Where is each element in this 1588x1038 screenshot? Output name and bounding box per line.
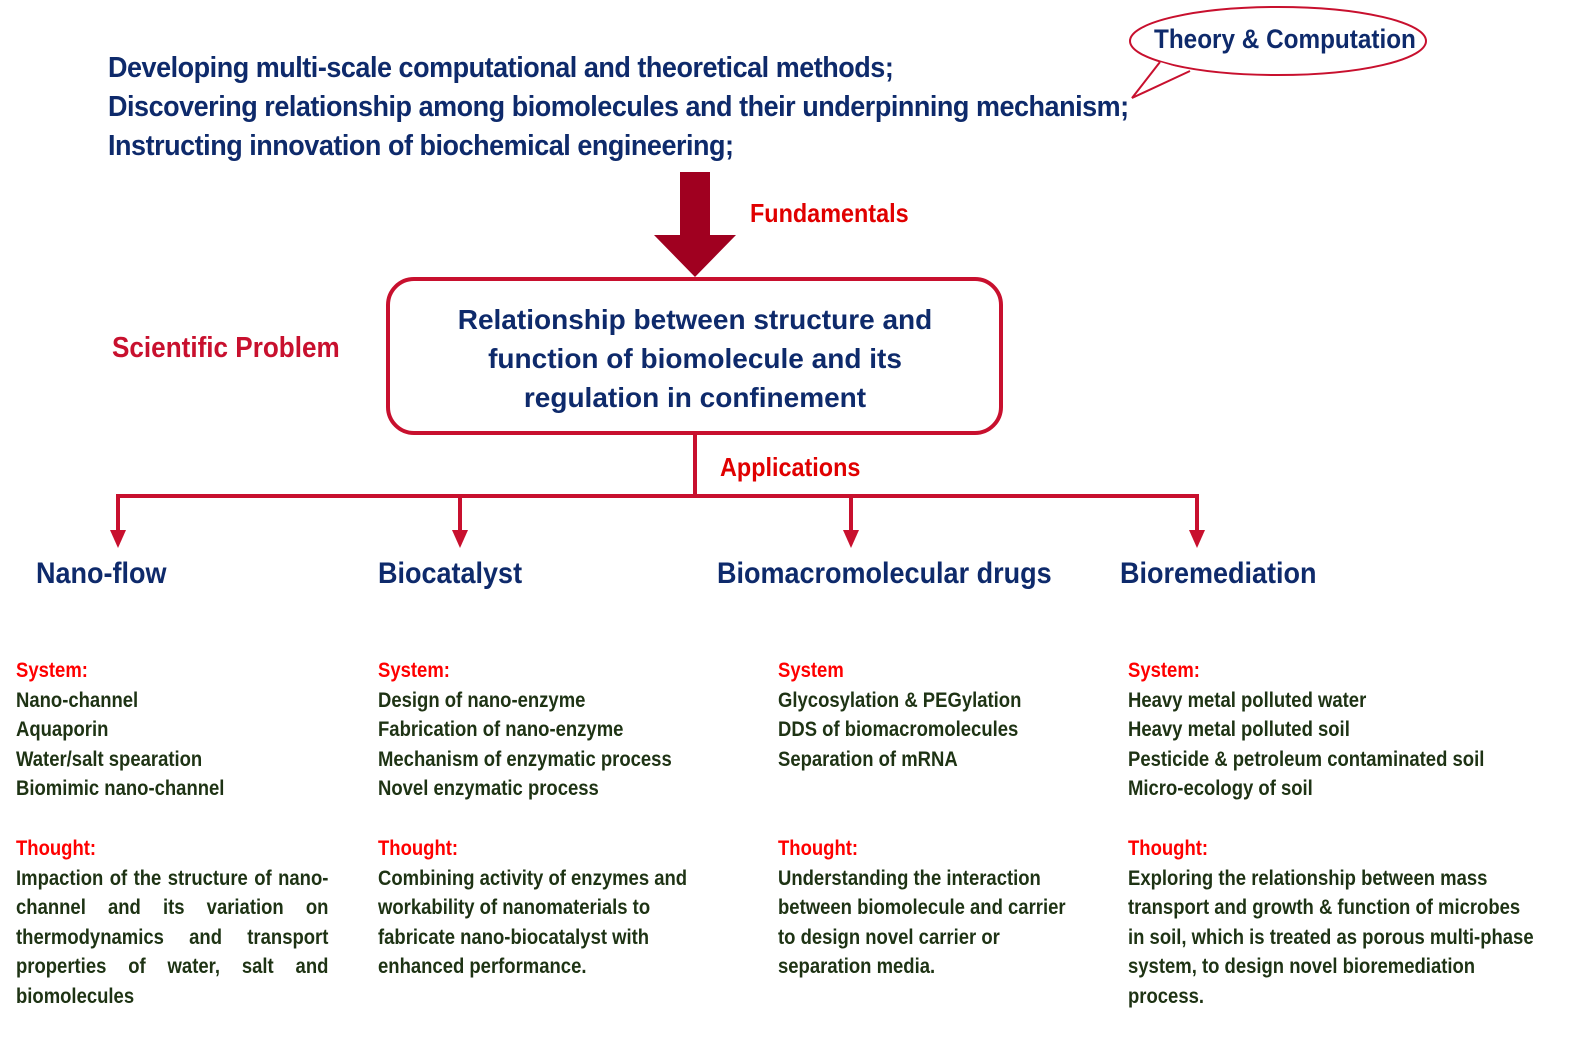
system-item: Heavy metal polluted soil: [1128, 718, 1350, 742]
biocatalyst-column: System: Design of nano-enzyme Fabricatio…: [378, 656, 730, 982]
speech-bubble: [1129, 6, 1427, 76]
thought-text: Impaction of the structure of nano-chann…: [16, 866, 329, 1008]
biomacromolecular-drugs-title: Biomacromolecular drugs: [717, 557, 1052, 590]
bioremediation-title: Bioremediation: [1120, 557, 1317, 590]
system-item: Mechanism of enzymatic process: [378, 747, 672, 771]
theory-computation-bubble-text: Theory & Computation: [1154, 24, 1416, 54]
problem-line: regulation in confinement: [523, 382, 867, 413]
system-item: Micro-ecology of soil: [1128, 777, 1313, 801]
system-label: System:: [16, 659, 88, 682]
thought-label: Thought:: [778, 836, 859, 860]
thought-text: Combining activity of enzymes and workab…: [378, 866, 688, 979]
system-label: System:: [1128, 659, 1200, 682]
problem-line: function of biomolecule and its: [488, 343, 902, 374]
intro-line-2: Discovering relationship among biomolecu…: [108, 91, 1129, 123]
system-label: System: [778, 659, 844, 682]
nano-flow-title: Nano-flow: [36, 557, 167, 590]
fundamentals-arrow: [654, 172, 736, 277]
biocatalyst-title: Biocatalyst: [378, 557, 523, 590]
system-item: Water/salt spearation: [16, 747, 203, 771]
biomacromolecular-drugs-column: System Glycosylation & PEGylation DDS of…: [778, 656, 1086, 982]
problem-box-text: Relationship between structure and funct…: [400, 300, 990, 417]
fundamentals-label: Fundamentals: [750, 198, 909, 228]
system-item: Design of nano-enzyme: [378, 688, 586, 712]
intro-line-3: Instructing innovation of biochemical en…: [108, 130, 734, 162]
system-item: Fabrication of nano-enzyme: [378, 718, 624, 742]
problem-line: Relationship between structure and: [457, 304, 933, 335]
thought-label: Thought:: [378, 836, 459, 860]
scientific-problem-label: Scientific Problem: [112, 332, 340, 364]
system-item: Novel enzymatic process: [378, 777, 599, 801]
system-item: Nano-channel: [16, 688, 139, 712]
thought-label: Thought:: [16, 836, 97, 860]
system-item: DDS of biomacromolecules: [778, 718, 1019, 742]
thought-text: Understanding the interaction between bi…: [778, 866, 1066, 979]
thought-label: Thought:: [1128, 836, 1209, 860]
applications-label: Applications: [720, 452, 861, 482]
system-item: Separation of mRNA: [778, 747, 958, 771]
nano-flow-column: System: Nano-channel Aquaporin Water/sal…: [16, 656, 328, 1012]
system-item: Heavy metal polluted water: [1128, 688, 1367, 712]
system-item: Glycosylation & PEGylation: [778, 688, 1022, 712]
thought-text: Exploring the relationship between mass …: [1128, 866, 1534, 1008]
bioremediation-column: System: Heavy metal polluted water Heavy…: [1128, 656, 1542, 1012]
application-branches: [116, 433, 1199, 532]
system-label: System:: [378, 659, 450, 682]
intro-line-1: Developing multi-scale computational and…: [108, 52, 894, 84]
system-item: Aquaporin: [16, 718, 109, 742]
system-item: Biomimic nano-channel: [16, 777, 225, 801]
system-item: Pesticide & petroleum contaminated soil: [1128, 747, 1485, 771]
